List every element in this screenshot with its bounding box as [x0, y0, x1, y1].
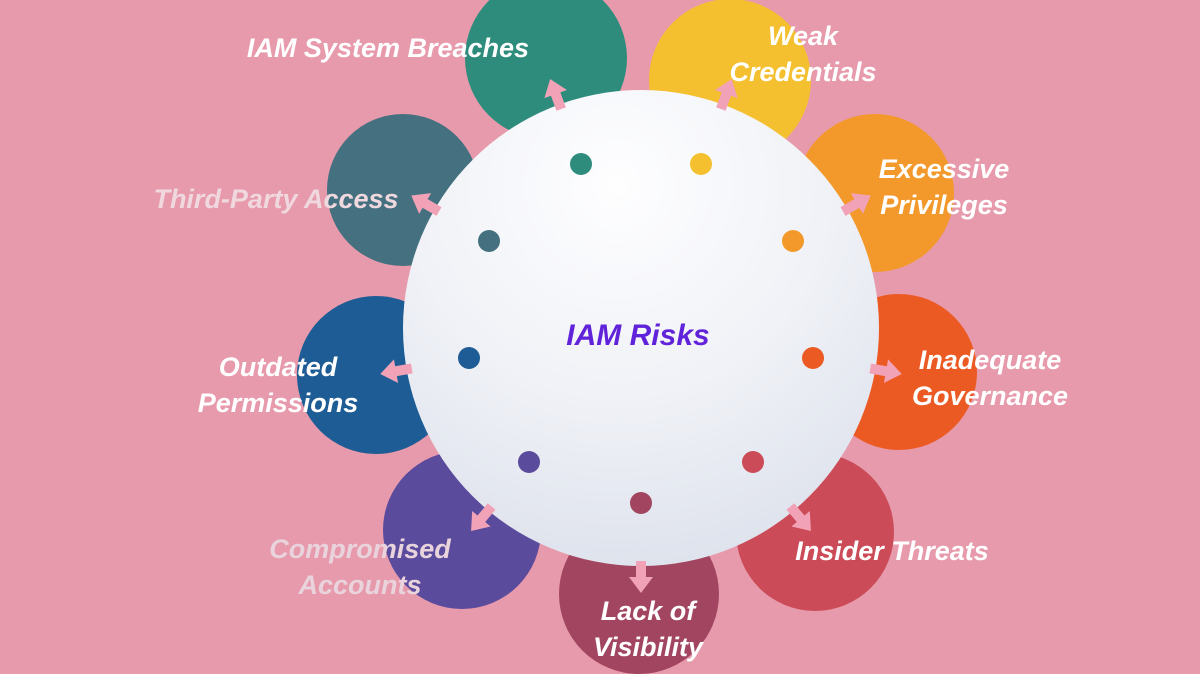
risk-label-line: Credentials	[729, 57, 877, 87]
outward-arrow-icon	[544, 78, 568, 111]
risk-label-line: Insider Threats	[795, 536, 989, 566]
risk-label-line: Governance	[911, 381, 1069, 411]
risk-label-line: Lack of	[600, 596, 696, 626]
outward-arrow-icon	[869, 359, 902, 384]
risk-label-line: Visibility	[592, 632, 704, 662]
hub-dot-insider-threats	[742, 451, 765, 474]
hub-dot-iam-system-breaches	[570, 152, 593, 175]
risk-label-line: Compromised	[269, 534, 451, 564]
diagram-title: IAM Risks	[566, 319, 710, 352]
outward-arrow-icon	[786, 503, 812, 531]
risk-label-insider-threats: Insider Threats	[795, 533, 989, 569]
hub-dot-weak-credentials	[689, 152, 712, 175]
hub-dot-excessive-privileges	[781, 229, 804, 252]
outward-arrow-icon	[714, 78, 738, 111]
risk-label-third-party-access: Third-Party Access	[153, 181, 398, 217]
hub-dot-compromised-accounts	[517, 451, 540, 474]
risk-label-line: Excessive	[878, 154, 1010, 184]
risk-label-line: Weak	[767, 21, 839, 51]
outward-arrow-icon	[380, 359, 413, 384]
risk-label-line: Permissions	[197, 388, 359, 418]
risk-label-lack-of-visibility: Lack of Visibility	[593, 593, 703, 665]
outward-arrow-icon	[470, 503, 496, 531]
risk-label-line: Third-Party Access	[153, 184, 399, 214]
hub-dot-third-party-access	[478, 229, 501, 252]
risk-label-line: IAM System Breaches	[246, 33, 530, 63]
hub-dot-outdated-permissions	[457, 347, 480, 370]
risk-label-line: Outdated	[218, 352, 338, 382]
risk-label-line: Accounts	[298, 570, 422, 600]
risk-label-iam-system-breaches: IAM System Breaches	[247, 30, 529, 66]
risk-label-line: Privileges	[880, 190, 1008, 220]
outward-arrow-icon	[411, 193, 442, 216]
outward-arrow-icon	[840, 193, 871, 216]
center-circle	[403, 90, 879, 566]
risk-label-line: Inadequate	[918, 345, 1062, 375]
hub-dot-lack-of-visibility	[630, 492, 652, 514]
hub-dot-inadequate-governance	[802, 347, 825, 370]
outward-arrow-icon	[629, 561, 653, 593]
